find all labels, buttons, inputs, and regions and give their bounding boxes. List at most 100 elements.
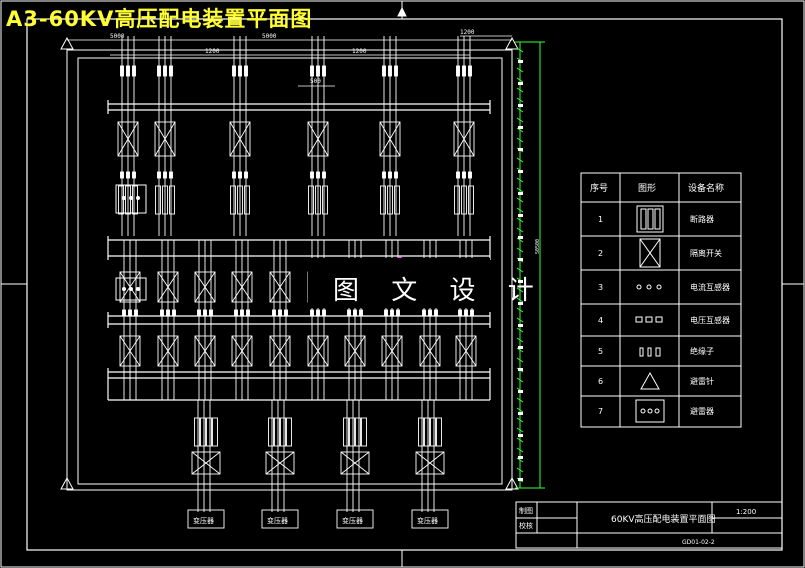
switch-cross bbox=[265, 451, 295, 475]
transformer-box bbox=[261, 509, 299, 529]
insulator bbox=[456, 65, 460, 77]
insulator bbox=[394, 171, 398, 179]
insulator bbox=[396, 309, 400, 317]
disconnect-switch bbox=[194, 271, 216, 303]
disconnect-switch bbox=[415, 451, 445, 475]
transformer-bay: 变压器 bbox=[187, 400, 225, 529]
arrester-icon bbox=[640, 371, 660, 390]
insulator bbox=[468, 65, 472, 77]
legend-row-name: 隔离开关 bbox=[690, 248, 722, 258]
middle-bay bbox=[119, 240, 141, 400]
dimension-mark bbox=[518, 192, 523, 195]
insulator bbox=[322, 65, 326, 77]
dimension-tick bbox=[516, 117, 524, 123]
breaker-pole bbox=[322, 185, 328, 215]
breaker-pole bbox=[380, 185, 386, 215]
transformer-bays: 变压器变压器变压器变压器 bbox=[187, 400, 449, 529]
dimension-mark bbox=[518, 126, 523, 129]
dimension-tick bbox=[516, 67, 524, 73]
dimension-tick bbox=[516, 227, 524, 233]
title-block-check-label: 校核 bbox=[519, 521, 533, 530]
middle-bay bbox=[157, 240, 179, 400]
dimension-mark bbox=[518, 434, 523, 437]
dimension-mark bbox=[518, 456, 523, 459]
incoming-bay bbox=[229, 36, 251, 236]
breaker-pole bbox=[286, 417, 292, 447]
dimension-tick bbox=[516, 207, 524, 213]
dimension-tick bbox=[516, 427, 524, 433]
insulator bbox=[120, 65, 124, 77]
switch-cross bbox=[117, 121, 139, 157]
breaker-pole bbox=[461, 185, 467, 215]
disconnect-switch bbox=[269, 271, 291, 303]
dimension-tick bbox=[516, 397, 524, 403]
dimension-mark bbox=[518, 368, 523, 371]
breaker-pole bbox=[355, 417, 361, 447]
switch-cross bbox=[191, 451, 221, 475]
switch-cross bbox=[307, 121, 329, 157]
switch-cross bbox=[154, 121, 176, 157]
right-dimension-chain bbox=[515, 41, 545, 489]
middle-bay bbox=[269, 240, 291, 400]
dimension-mark bbox=[518, 82, 523, 85]
legend-row-name: 电流互感器 bbox=[690, 282, 730, 292]
dimension-tick bbox=[516, 87, 524, 93]
insulator bbox=[310, 309, 314, 317]
insulator bbox=[132, 65, 136, 77]
breaker-pole bbox=[418, 417, 424, 447]
breaker-pole bbox=[132, 185, 138, 215]
dim-top-b: 1200 bbox=[352, 48, 367, 55]
dimension-tick bbox=[516, 357, 524, 363]
insulator bbox=[157, 171, 161, 179]
dimension-tick bbox=[516, 287, 524, 293]
dimension-tick bbox=[516, 267, 524, 273]
legend-row-no: 3 bbox=[598, 283, 603, 292]
breaker-pole bbox=[430, 417, 436, 447]
dimension-mark bbox=[518, 324, 523, 327]
switch-cross bbox=[419, 335, 441, 367]
dim-top-right: 1200 bbox=[460, 29, 475, 36]
breaker-pole bbox=[200, 417, 206, 447]
middle-bay bbox=[194, 240, 216, 400]
dimension-mark bbox=[518, 60, 523, 63]
disconnect-switch bbox=[157, 335, 179, 367]
disconnect-switch bbox=[229, 121, 251, 157]
dimension-tick bbox=[516, 377, 524, 383]
breaker-pole bbox=[274, 417, 280, 447]
switch-cross bbox=[157, 335, 179, 367]
switch-cross bbox=[453, 121, 475, 157]
disconnect-switch bbox=[307, 335, 329, 367]
switch-cross bbox=[269, 335, 291, 367]
insulator-icon bbox=[639, 347, 661, 357]
legend-row-no: 5 bbox=[598, 347, 603, 356]
dimension-mark bbox=[518, 104, 523, 107]
dimension-tick bbox=[516, 337, 524, 343]
insulator bbox=[122, 309, 126, 317]
breaker-pole bbox=[308, 185, 314, 215]
disconnect-switch bbox=[381, 335, 403, 367]
switch-cross bbox=[231, 271, 253, 303]
disconnect-switch bbox=[154, 121, 176, 157]
switch-cross bbox=[415, 451, 445, 475]
insulator bbox=[468, 171, 472, 179]
legend-row-name: 避雷器 bbox=[690, 406, 714, 416]
transformer-box bbox=[187, 509, 225, 529]
dim-right-total: 50500 bbox=[535, 239, 541, 254]
right-dimension-ticks bbox=[516, 47, 524, 483]
dimension-tick bbox=[516, 317, 524, 323]
switch-cross bbox=[340, 451, 370, 475]
insulator bbox=[434, 309, 438, 317]
breaker-pole bbox=[194, 417, 200, 447]
switch-cross bbox=[119, 335, 141, 367]
breaker-pole bbox=[244, 185, 250, 215]
insulator bbox=[353, 309, 357, 317]
dimension-tick bbox=[516, 247, 524, 253]
insulator bbox=[382, 171, 386, 179]
insulator bbox=[428, 309, 432, 317]
insulator bbox=[316, 65, 320, 77]
insulator bbox=[169, 65, 173, 77]
insulator bbox=[169, 171, 173, 179]
current-transformer-icon bbox=[636, 284, 662, 290]
title-block-drawing-no: GD01-02-2 bbox=[682, 539, 715, 546]
